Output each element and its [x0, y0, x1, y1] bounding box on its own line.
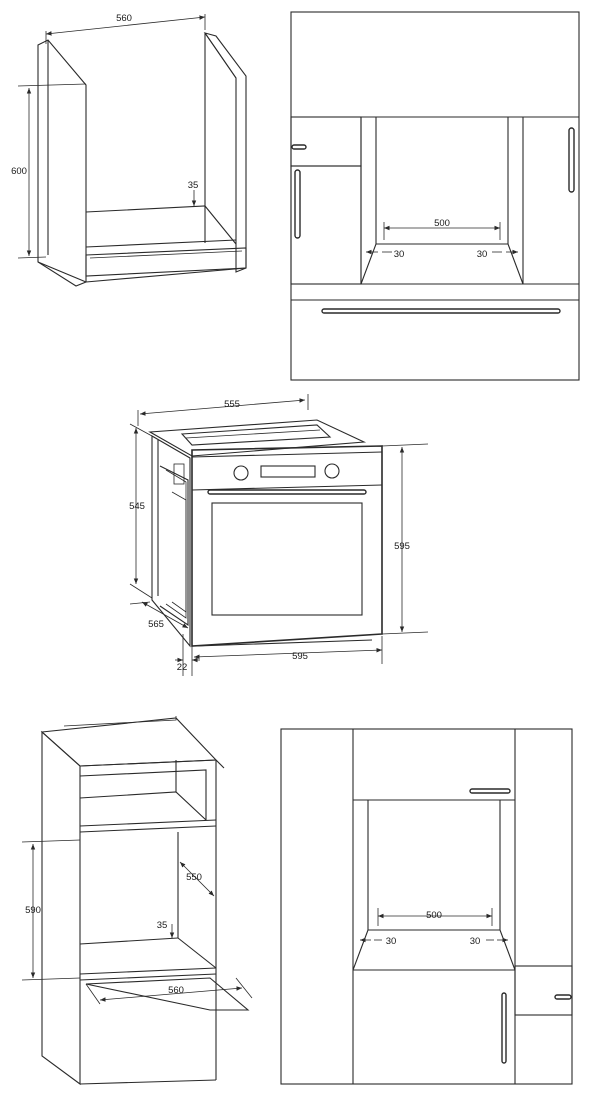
- front-view-under-counter: 500 30 30: [290, 11, 580, 381]
- dim-tall-height-590: 590: [25, 905, 41, 916]
- dim-tall-depth-550: 550: [186, 872, 202, 883]
- dim-tall-side-30-right: 30: [470, 936, 481, 947]
- dim-tall-gap-35: 35: [157, 920, 168, 931]
- dim-tall-side-30-left: 30: [386, 936, 397, 947]
- under-counter-cabinet: 560 600 35: [11, 13, 247, 287]
- dim-body-height-545: 545: [129, 501, 145, 512]
- dim-height-600: 600: [11, 166, 27, 177]
- dim-depth-565: 565: [148, 619, 164, 630]
- dim-depth-35: 35: [188, 180, 199, 191]
- dim-top-width-555: 555: [224, 399, 240, 410]
- front-view-tall: 500 30 30: [280, 728, 573, 1085]
- tall-cabinet: 590 550 35 560: [21, 716, 253, 1086]
- dim-tall-width-560: 560: [168, 985, 184, 996]
- dim-front-width-595: 595: [292, 651, 308, 662]
- oven-isometric: 555 545 595 565 22 595: [129, 394, 429, 676]
- dim-front-height-595: 595: [394, 541, 410, 552]
- dim-side-30-right: 30: [477, 249, 488, 260]
- dim-width-560: 560: [116, 13, 132, 24]
- dim-side-30-left: 30: [394, 249, 405, 260]
- dim-tall-opening-500: 500: [426, 910, 442, 921]
- dim-opening-500: 500: [434, 218, 450, 229]
- dim-front-thickness-22: 22: [177, 662, 188, 673]
